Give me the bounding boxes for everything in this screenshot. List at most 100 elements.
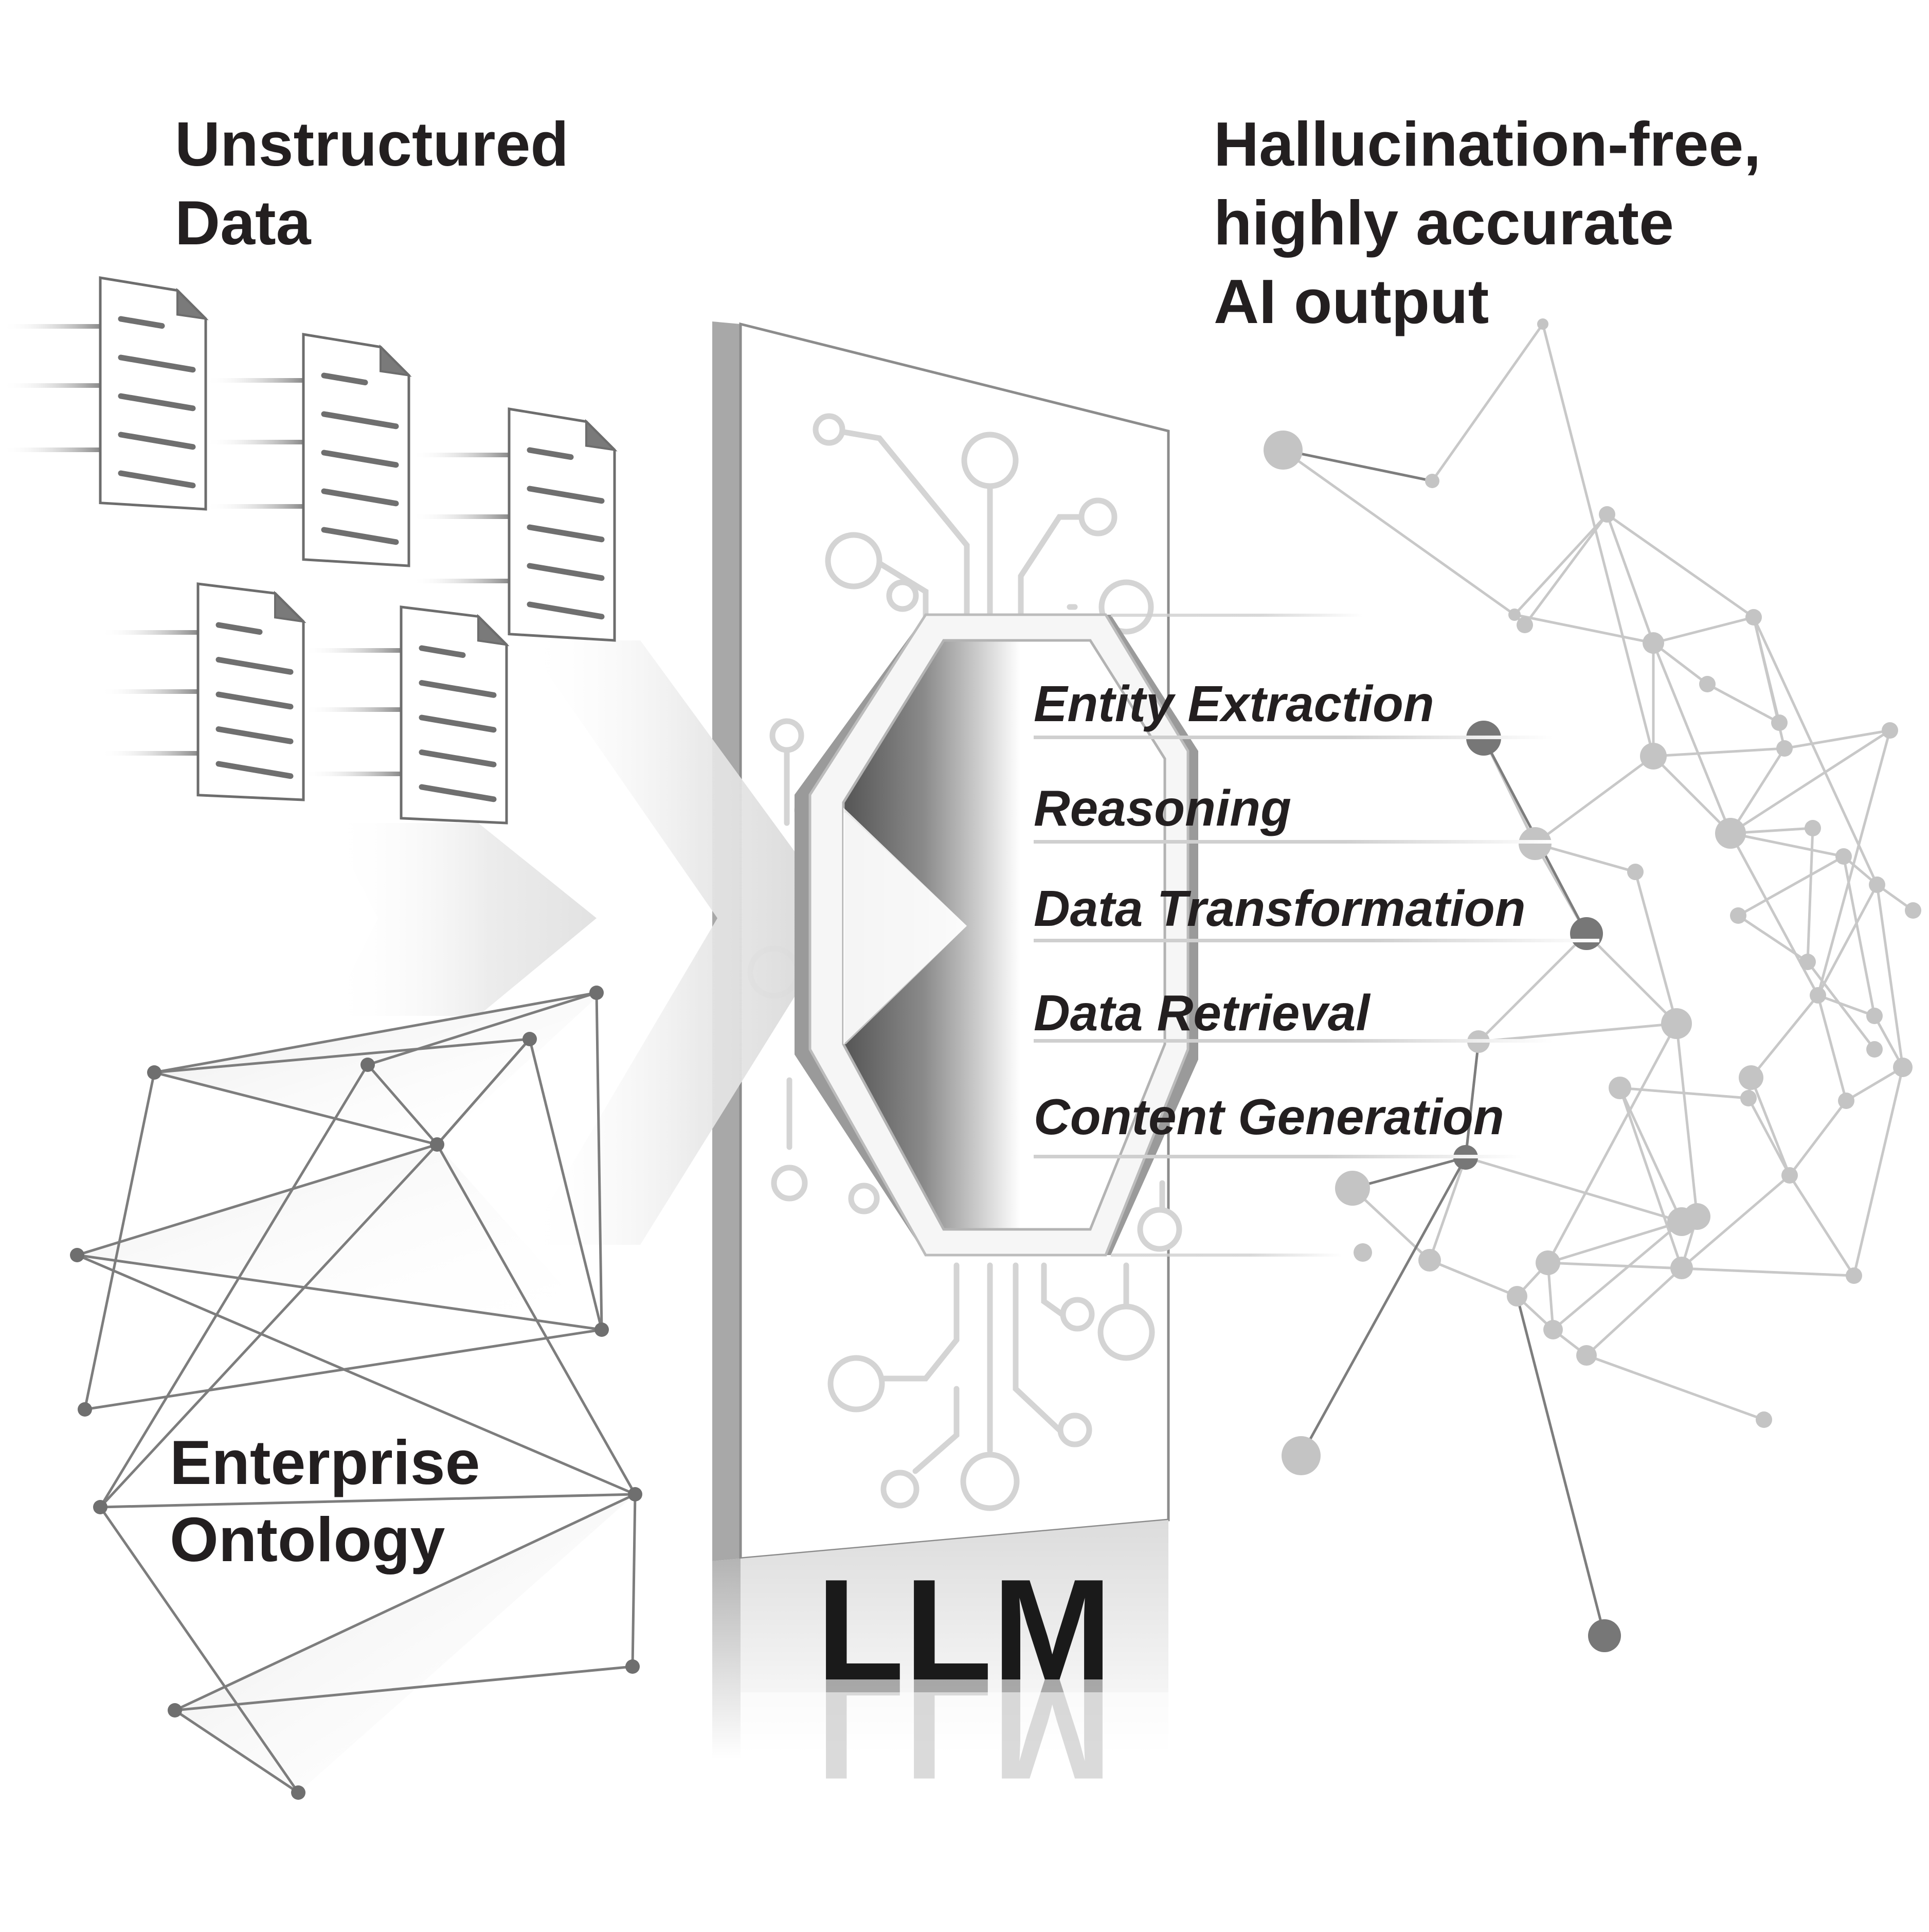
capability-rule (1034, 840, 1553, 844)
motion-streak (303, 707, 401, 712)
network-node (1418, 1249, 1441, 1272)
network-node (1866, 1008, 1883, 1024)
network-edge (1842, 856, 1876, 1016)
network-edge (1585, 1267, 1683, 1356)
network-edge (1606, 513, 1755, 619)
network-node (1699, 676, 1716, 692)
network-node (1627, 864, 1644, 880)
network-edge (1282, 449, 1516, 616)
network-node (1425, 474, 1439, 488)
network-node (1838, 1093, 1854, 1109)
network-edge (1750, 1077, 1791, 1176)
ontology-edge (77, 1254, 636, 1496)
network-edge (1730, 832, 1844, 858)
ontology-edge (595, 992, 603, 1330)
network-edge (1352, 1156, 1466, 1190)
network-node (1740, 1090, 1757, 1106)
network-node (1835, 848, 1852, 865)
network-node (1869, 876, 1885, 893)
network-edge (1747, 1097, 1791, 1176)
network-edge (1845, 1066, 1904, 1102)
output-title-line2: highly accurate (1214, 188, 1674, 258)
network-node (1730, 907, 1746, 924)
ontology-node (594, 1322, 609, 1337)
network-node (1570, 917, 1603, 950)
ontology-edge (367, 1064, 438, 1146)
ontology-graph (70, 986, 642, 1800)
motion-streak (3, 448, 100, 452)
motion-streak (100, 751, 198, 756)
ontology-node (625, 1659, 640, 1674)
network-edge (1523, 513, 1609, 626)
network-edge (1750, 994, 1819, 1079)
chevron-arrow-outer (525, 640, 843, 1245)
network-edge (1547, 1261, 1854, 1277)
network-node (1667, 1207, 1696, 1236)
network-edge (1752, 617, 1781, 723)
circuit-traces (747, 413, 1182, 1511)
ontology-edge (99, 1506, 300, 1794)
unstructured-data-title-line2: Data (175, 188, 312, 258)
network-node (1517, 617, 1533, 633)
network-edge (1873, 1015, 1904, 1068)
network-node (1536, 1250, 1560, 1275)
ontology-node (78, 1402, 92, 1417)
network-edge (1541, 324, 1655, 757)
network-edge (1816, 995, 1848, 1101)
network-edge (1784, 729, 1890, 750)
ontology-edge (528, 1039, 603, 1330)
output-title-line3: AI output (1214, 266, 1489, 336)
network-node (1354, 1243, 1372, 1262)
ontology-edge (174, 1709, 299, 1794)
network-node (1810, 987, 1826, 1004)
ontology-edge (367, 991, 597, 1066)
network-node (1776, 740, 1793, 757)
input-arrows (329, 640, 843, 1245)
network-edge (1429, 1259, 1518, 1298)
network-edge (1816, 730, 1891, 996)
network-edge (1652, 755, 1732, 834)
network-node (1335, 1171, 1370, 1206)
ontology-edge (631, 1494, 637, 1667)
capability-reasoning: Reasoning (1034, 780, 1291, 836)
network-edge (1876, 884, 1904, 1068)
network-node (1866, 1041, 1883, 1058)
network-node (1576, 1345, 1597, 1366)
network-edge (1706, 683, 1780, 724)
ontology-node (522, 1032, 537, 1046)
capability-rule (1034, 1155, 1522, 1158)
network-edge (1546, 1023, 1678, 1264)
network-edge (1477, 933, 1588, 1043)
capability-entity-extraction: Entity Extraction (1034, 675, 1434, 732)
network-node (1543, 1320, 1563, 1339)
ontology-node (168, 1703, 182, 1718)
capability-data-retrieval: Data Retrieval (1034, 985, 1371, 1041)
network-node (1588, 1619, 1621, 1652)
ontology-edge (154, 1037, 530, 1074)
motion-streak (411, 453, 509, 457)
pillar-base-edge (712, 1559, 741, 1759)
document-icon (196, 582, 307, 801)
capability-content-generation: Content Generation (1034, 1088, 1504, 1145)
motion-streak (206, 378, 303, 383)
capability-data-transformation: Data Transformation (1034, 880, 1526, 937)
network-edge (1586, 1354, 1764, 1421)
network-edge (1681, 1174, 1791, 1269)
network-edge (1283, 449, 1433, 482)
network-edge (1535, 842, 1636, 873)
network-edge (1618, 1087, 1683, 1223)
network-edge (1817, 994, 1875, 1017)
network-edge (1547, 1220, 1682, 1264)
network-edge (1807, 961, 1876, 1050)
ontology-node (589, 986, 604, 1000)
ontology-edge (84, 1328, 602, 1411)
document-icon (508, 407, 618, 642)
network-edge (1816, 884, 1879, 996)
ontology-edge (154, 991, 597, 1074)
network-node (1905, 902, 1921, 919)
network-edge (1514, 613, 1654, 645)
motion-streak (3, 383, 100, 388)
network-edge (1431, 323, 1544, 482)
motion-streak (303, 772, 401, 776)
network-edge (1618, 1087, 1683, 1268)
